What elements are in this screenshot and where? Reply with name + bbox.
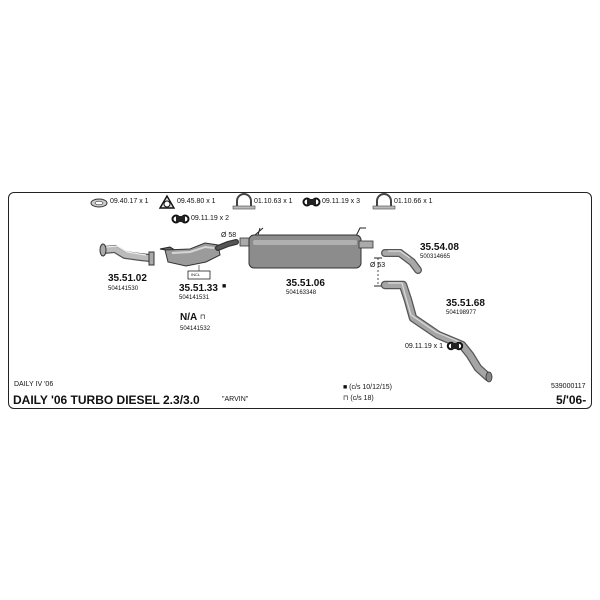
fitting-ref: 09.11.19 x 1 (405, 343, 444, 350)
page-title: DAILY '06 TURBO DIESEL 2.3/3.0 (13, 393, 200, 407)
oe-number: 504198977 (446, 310, 477, 316)
part-marker: ■ (222, 283, 227, 290)
diagram-frame (8, 192, 592, 409)
u-clamp-icon (372, 193, 396, 210)
part-number: N/A (180, 312, 198, 323)
rubber-hanger-icon (446, 341, 464, 351)
manufacturer: "ARVIN" (222, 396, 249, 403)
part-number: 35.51.33 (179, 283, 218, 294)
diameter-marker (374, 257, 382, 287)
catalyst-tag: INCL (191, 272, 201, 277)
part-number: 35.54.08 (420, 242, 459, 253)
part-number: 35.51.68 (446, 298, 485, 309)
diagram-code: 539000117 (551, 383, 586, 390)
oe-number: 504141532 (180, 326, 211, 332)
silencer-drawing (239, 227, 374, 269)
fitting-ref: 09.11.19 x 2 (191, 215, 230, 222)
legend-note: ■ (c/s 10/12/15) (343, 384, 392, 391)
intermediate-pipe-drawing (381, 249, 422, 274)
rubber-hanger-icon (302, 197, 321, 207)
tail-pipe-drawing (380, 280, 493, 383)
fitting-ref: 01.10.66 x 1 (394, 198, 433, 205)
legend-note: ⊓ (c/s 18) (343, 395, 374, 402)
front-pipe-drawing (99, 243, 155, 266)
production-period: 5/'06- (556, 393, 587, 407)
part-number: 35.51.02 (108, 273, 147, 284)
fitting-ref: 09.45.80 x 1 (177, 198, 216, 205)
part-marker: ⊓ (200, 314, 206, 321)
triangle-flange-gasket-icon (158, 194, 176, 209)
gasket-ring-icon (90, 198, 108, 208)
u-clamp-icon (232, 193, 256, 210)
fitting-ref: 09.40.17 x 1 (110, 198, 149, 205)
oe-number: 504163348 (286, 290, 317, 296)
oe-number: 500314665 (420, 254, 451, 260)
oe-number: 504141530 (108, 286, 139, 292)
model-name: DAILY IV '06 (14, 381, 54, 388)
fitting-ref: 01.10.63 x 1 (254, 198, 293, 205)
oe-number: 504141531 (179, 295, 210, 301)
diameter-label: Ø 58 (221, 232, 237, 239)
fitting-ref: 09.11.19 x 3 (322, 198, 361, 205)
catalytic-converter-drawing (159, 239, 239, 280)
rubber-hanger-icon (171, 214, 190, 224)
part-number: 35.51.06 (286, 278, 325, 289)
diameter-label: Ø 63 (370, 262, 386, 269)
